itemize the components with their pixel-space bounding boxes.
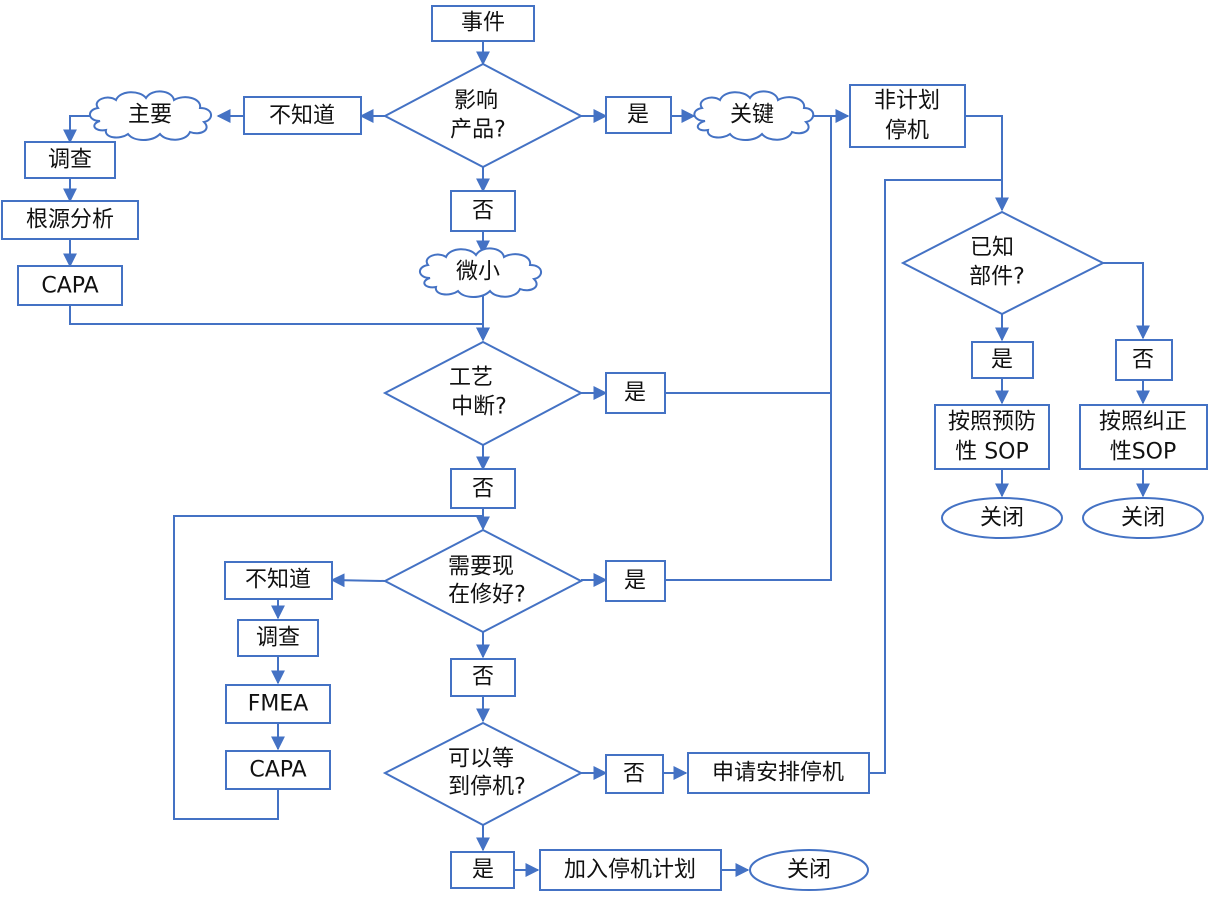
investigate-box-2: [237, 619, 319, 657]
arrow-needfix-to-unknown: [330, 573, 386, 588]
wait-downtime-decision: [382, 721, 584, 827]
preventive-sop-label-2: 性 SOP: [955, 440, 1029, 465]
add-plan-box: [539, 849, 722, 891]
event-box: [431, 5, 535, 42]
investigate-label-1: 调查: [48, 148, 92, 173]
process-interrupt-label-2: 中断?: [451, 395, 507, 420]
arrow-knownpart-to-no: [1103, 262, 1150, 340]
wait-downtime-label-2: 到停机?: [448, 775, 526, 800]
fmea-label: FMEA: [248, 692, 309, 717]
close-bottom-ellipse: [749, 849, 869, 891]
capa-box-1: [17, 265, 123, 306]
process-yes-label: 是: [624, 381, 646, 406]
wait-yes-label: 是: [472, 858, 494, 883]
impact-yes-box: [605, 96, 672, 134]
impact-no-box: [450, 190, 516, 232]
critical-cloud: [693, 90, 815, 141]
arrow-capa-to-process: [69, 305, 490, 342]
preventive-sop-label-1: 按照预防: [948, 410, 1036, 435]
process-interrupt-label-1: 工艺: [449, 366, 493, 391]
known-part-label-2: 部件?: [969, 265, 1025, 290]
close-bottom-label: 关闭: [787, 858, 831, 883]
known-part-decision: [900, 210, 1106, 316]
need-fix-now-label-2: 在修好?: [448, 583, 526, 608]
unplanned-downtime-box: [849, 84, 966, 148]
impact-product-label-1: 影响: [454, 89, 498, 114]
wait-downtime-label-1: 可以等: [448, 747, 514, 772]
corrective-sop-box: [1079, 404, 1208, 470]
shapes: [1, 5, 1208, 891]
fix-unknown-box: [224, 561, 333, 600]
part-no-label: 否: [1132, 348, 1154, 373]
critical-label: 关键: [730, 103, 774, 128]
process-interrupt-decision: [382, 340, 584, 447]
fix-yes-label: 是: [624, 569, 646, 594]
arrow-unplanned-to-knownpart: [965, 115, 1009, 212]
wait-no-box: [605, 754, 664, 794]
arrow-major-to-investigate: [63, 115, 98, 144]
need-fix-now-decision: [382, 528, 584, 634]
close-left-ellipse: [941, 497, 1063, 539]
part-yes-label: 是: [991, 348, 1013, 373]
line-request-to-knownpart: [869, 179, 1002, 774]
impact-yes-label: 是: [627, 103, 649, 128]
request-downtime-box: [687, 752, 870, 794]
root-cause-box: [1, 200, 139, 240]
investigate-label-2: 调查: [256, 626, 300, 651]
process-no-label: 否: [472, 477, 494, 502]
unplanned-downtime-label-1: 非计划: [874, 89, 940, 114]
minor-cloud: [419, 247, 542, 298]
line-trunk-to-unplanned: [665, 116, 832, 581]
impact-unknown-label: 不知道: [269, 104, 335, 129]
process-no-box: [450, 468, 516, 509]
wait-yes-box: [450, 851, 515, 889]
fix-no-label: 否: [472, 665, 494, 690]
impact-unknown-box: [243, 96, 362, 135]
labels: 事件 影响 产品? 不知道 主要 调查 根源分析 CAPA 是 关键 非计划 停…: [26, 11, 1187, 883]
need-fix-now-label-1: 需要现: [448, 555, 514, 580]
close-right-ellipse: [1082, 497, 1204, 539]
corrective-sop-label-2: 性SOP: [1110, 440, 1177, 465]
root-cause-label: 根源分析: [26, 208, 114, 233]
preventive-sop-box: [934, 404, 1050, 470]
impact-product-label-2: 产品?: [450, 118, 506, 143]
unplanned-downtime-label-2: 停机: [885, 119, 929, 144]
request-downtime-label: 申请安排停机: [712, 761, 844, 786]
part-no-box: [1115, 339, 1173, 381]
fmea-box: [225, 684, 331, 724]
impact-product-decision: [382, 62, 584, 169]
impact-no-label: 否: [472, 199, 494, 224]
major-cloud: [89, 90, 212, 141]
part-yes-box: [971, 341, 1034, 379]
capa-box-2: [225, 750, 331, 790]
wait-no-label: 否: [623, 762, 645, 787]
add-plan-label: 加入停机计划: [564, 858, 696, 883]
capa-label-2: CAPA: [249, 758, 306, 783]
process-yes-box: [605, 372, 666, 414]
event-label: 事件: [461, 11, 505, 36]
fix-unknown-label: 不知道: [245, 568, 311, 593]
major-label: 主要: [128, 103, 172, 128]
known-part-label-1: 已知: [970, 236, 1014, 261]
corrective-sop-label-1: 按照纠正: [1099, 410, 1187, 435]
close-left-label: 关闭: [980, 506, 1024, 531]
fix-yes-box: [605, 560, 666, 602]
minor-label: 微小: [456, 260, 500, 285]
connectors: [63, 41, 1150, 877]
fix-no-box: [450, 658, 516, 697]
capa-label-1: CAPA: [41, 274, 98, 299]
line-capa-loop-back: [173, 515, 483, 820]
close-right-label: 关闭: [1121, 506, 1165, 531]
investigate-box-1: [24, 141, 116, 179]
